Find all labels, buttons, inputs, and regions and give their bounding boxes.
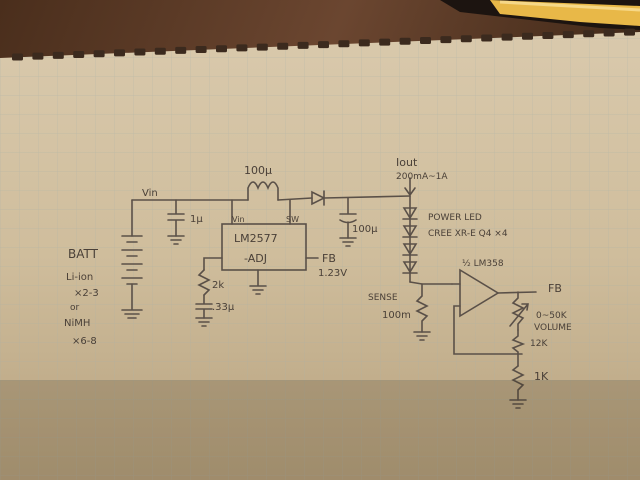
opamp-feedback (453, 305, 523, 355)
spiral-hole (195, 46, 207, 54)
spiral-hole (399, 37, 411, 45)
pen (440, 0, 640, 30)
spiral-hole (481, 34, 493, 42)
iout-label: Iout (396, 156, 418, 169)
schematic-labels: Vin 100μ 1μ Vin SW LM2577 -ADJ FB 1.23V … (64, 156, 572, 383)
spiral-hole (297, 41, 309, 49)
spiral-hole (338, 40, 350, 48)
spiral-hole (624, 28, 635, 36)
spiral-hole (583, 30, 595, 38)
comp-resistor (197, 269, 211, 296)
ic-lm2577 (221, 223, 307, 271)
spiral-hole (501, 33, 513, 41)
ic-name: LM2577 (234, 232, 278, 245)
comp-resistor-label: 2k (212, 280, 224, 291)
ground-sense (413, 331, 431, 341)
spiral-hole (52, 51, 64, 59)
notebook-grid (0, 32, 640, 480)
pot-label: 0~50K (536, 311, 568, 321)
ground-divider (509, 399, 527, 409)
opamp-output (497, 291, 537, 294)
battery-li-ion-count: ×2-3 (74, 288, 99, 299)
opamp-label: ½ LM358 (462, 259, 504, 269)
vin-label: Vin (142, 188, 158, 199)
fb-label: FB (322, 252, 336, 265)
sense-node (409, 281, 453, 285)
comp-capacitor (195, 294, 213, 319)
resistor-12k (511, 329, 526, 367)
spiral-hole (277, 42, 289, 50)
spiral-hole (216, 45, 227, 53)
potentiometer (511, 291, 525, 331)
battery-nimh: NiMH (64, 318, 90, 329)
resistor-1k (511, 365, 525, 401)
led-4 (402, 261, 418, 274)
spiral-hole (460, 35, 472, 43)
cout-label: 100μ (352, 224, 378, 235)
spiral-hole (73, 51, 85, 59)
led-2 (402, 225, 418, 238)
led-3 (402, 243, 418, 256)
resistor-12k-label: 12K (530, 339, 548, 349)
iout-arrow (404, 177, 416, 197)
resistor-1k-label: 1K (534, 370, 549, 383)
ic-pin-sw: SW (286, 215, 299, 224)
battery-nimh-count: ×6-8 (72, 336, 97, 347)
ic-suffix: -ADJ (244, 252, 267, 265)
battery-cells (121, 235, 143, 285)
cin-label: 1μ (190, 214, 203, 225)
spiral-hole (542, 31, 554, 39)
sense-resistor (415, 283, 429, 333)
pot-name: VOLUME (534, 323, 572, 333)
spiral-hole (236, 44, 248, 52)
spiral-hole (603, 29, 615, 37)
battery-or: or (70, 303, 80, 313)
fb-out-label: FB (548, 282, 562, 295)
spiral-holes (12, 28, 635, 61)
sense-value: 100m (382, 310, 411, 321)
opamp-lm358 (459, 268, 500, 318)
spiral-hole (12, 53, 23, 61)
iout-range: 200mA~1A (396, 172, 448, 182)
output-rail-2 (323, 195, 411, 199)
spiral-hole (256, 43, 268, 51)
ground-battery (121, 283, 143, 319)
spiral-hole (175, 46, 187, 54)
spiral-hole (114, 49, 125, 57)
pot-arrow (509, 303, 529, 327)
output-rail (277, 197, 313, 201)
sense-label: SENSE (368, 293, 398, 303)
spiral-hole (93, 50, 105, 58)
battery-li-ion: Li-ion (66, 272, 93, 283)
ground-cin (167, 235, 185, 245)
ground-comp (195, 317, 213, 327)
spiral-hole (32, 52, 44, 60)
ground-cout (339, 237, 357, 247)
led-1 (402, 207, 418, 220)
spiral-hole (358, 39, 370, 47)
spiral-hole (134, 48, 146, 56)
spiral-hole (420, 36, 431, 44)
output-capacitor (339, 197, 357, 239)
spiral-hole (440, 36, 452, 44)
fb-voltage: 1.23V (318, 268, 347, 279)
led-label-2: CREE XR-E Q4 ×4 (428, 229, 508, 239)
spiral-hole (318, 41, 329, 49)
spiral-hole (379, 38, 391, 46)
input-capacitor (167, 199, 185, 237)
spiral-hole (522, 32, 533, 40)
schematic-diagram (121, 177, 537, 409)
inductor (247, 181, 279, 201)
led-label-1: POWER LED (428, 213, 482, 223)
comp-wire (203, 257, 223, 271)
spiral-hole (562, 31, 574, 39)
inductor-label: 100μ (244, 164, 272, 177)
vignette (0, 380, 640, 480)
spiral-hole (154, 47, 166, 55)
ic-ground (249, 269, 267, 295)
battery-label: BATT (68, 247, 99, 261)
ic-pin-vin: Vin (232, 215, 245, 224)
comp-capacitor-label: .33μ (212, 302, 235, 313)
